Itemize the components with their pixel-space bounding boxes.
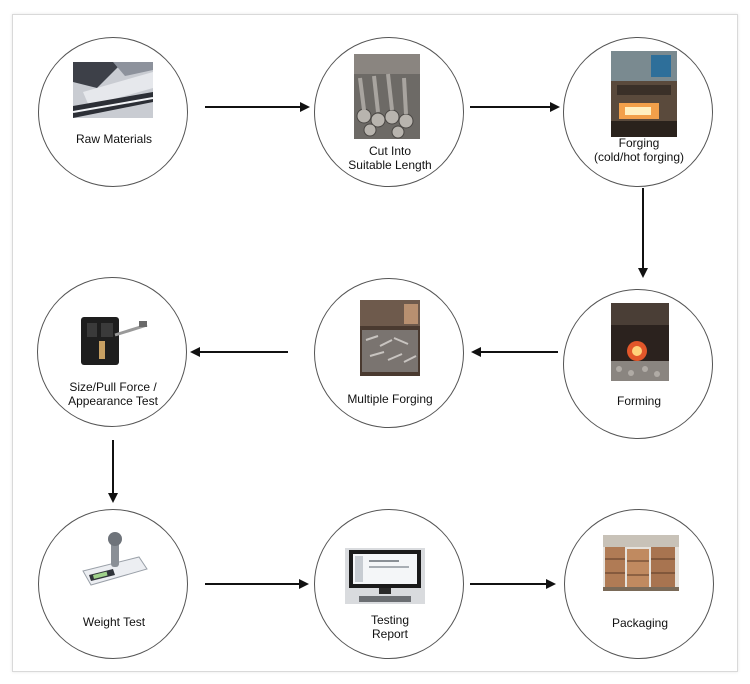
cut-label-line1: Cut Into <box>368 144 412 158</box>
forging-label-line1: Forging <box>618 136 660 150</box>
packaging-label: Packaging <box>611 616 669 630</box>
step-size-pull-force-appearance-test: Size/Pull Force / Appearance Test <box>37 277 187 427</box>
forming-photo <box>611 303 669 381</box>
monitor-photo <box>345 548 425 604</box>
raw-materials-photo <box>73 62 153 118</box>
step-multiple-forging: Multiple Forging <box>314 278 464 428</box>
multiple-forging-label: Multiple Forging <box>347 392 433 406</box>
cut-rods-photo <box>354 54 420 139</box>
size-test-label-line2: Appearance Test <box>68 394 158 408</box>
tester-photo <box>77 313 149 369</box>
multiple-forging-photo <box>360 300 420 376</box>
step-packaging: Packaging <box>564 509 714 659</box>
raw-materials-label: Raw Materials <box>75 132 153 146</box>
step-testing-report: Testing Report <box>314 509 464 659</box>
testing-report-label-line2: Report <box>371 627 409 641</box>
packaging-photo <box>603 535 679 591</box>
size-test-label-line1: Size/Pull Force / <box>69 380 157 394</box>
weight-test-label: Weight Test <box>82 615 146 629</box>
scale-photo <box>79 531 149 589</box>
step-forming: Forming <box>563 289 713 439</box>
forging-photo <box>611 51 677 137</box>
forging-label-line2: (cold/hot forging) <box>593 150 685 164</box>
step-raw-materials: Raw Materials <box>38 37 188 187</box>
cut-label-line2: Suitable Length <box>348 158 432 172</box>
step-forging: Forging (cold/hot forging) <box>563 37 713 187</box>
testing-report-label-line1: Testing <box>370 613 410 627</box>
step-weight-test: Weight Test <box>38 509 188 659</box>
step-cut-into-suitable-length: Cut Into Suitable Length <box>314 37 464 187</box>
forming-label: Forming <box>616 394 661 408</box>
